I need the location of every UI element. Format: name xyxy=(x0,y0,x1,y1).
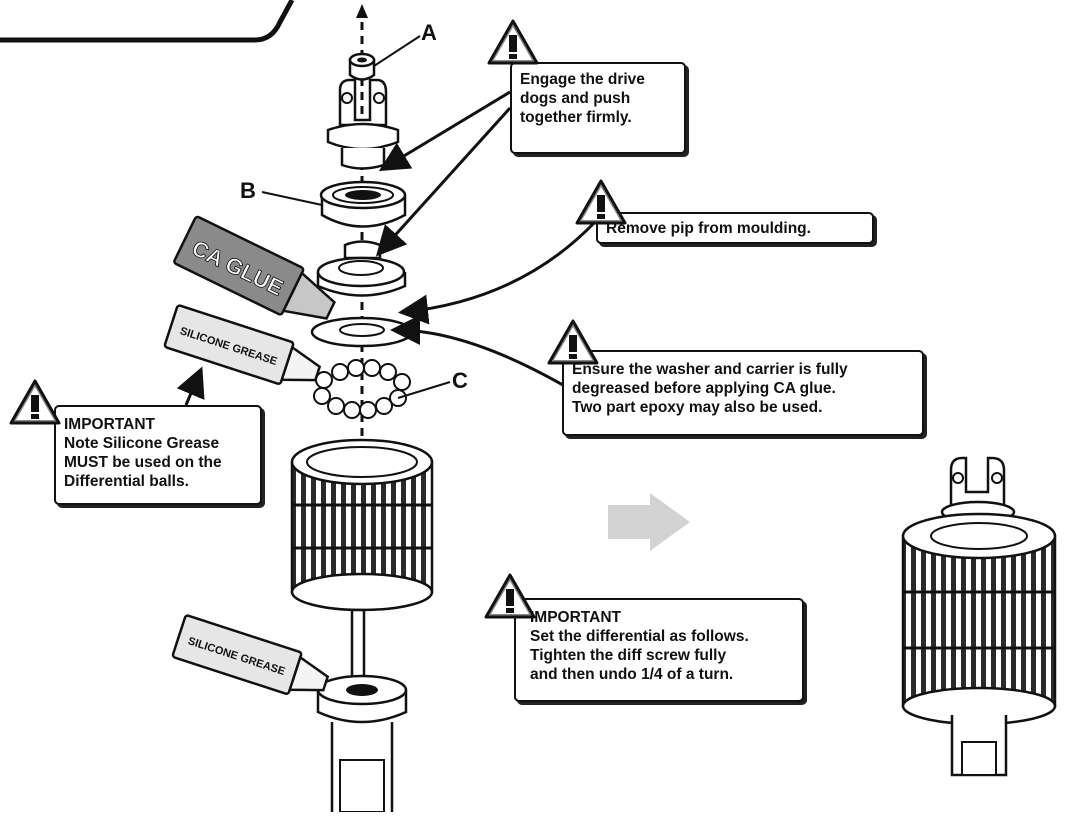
arrow-grease-note xyxy=(176,366,205,406)
note-line: Remove pip from moulding. xyxy=(606,220,811,237)
arrow-to-drive-cup xyxy=(378,90,511,172)
note-diff-setting: IMPORTANT Set the differential as follow… xyxy=(514,598,804,702)
bearing-part xyxy=(319,180,407,228)
note-line: Engage the drive xyxy=(520,71,645,88)
part-label-a: A xyxy=(421,20,437,45)
arrow-pip xyxy=(398,220,597,325)
arrow-washer xyxy=(390,315,576,394)
warning-triangle-icon xyxy=(9,379,61,425)
silicone-grease-tube-bottom: SILICONE GREASE xyxy=(171,614,330,695)
note-silicone-important: IMPORTANT Note Silicone Grease MUST be u… xyxy=(54,405,262,505)
arrow-to-carrier xyxy=(375,106,512,257)
carrier-part xyxy=(316,240,407,297)
note-line: Ensure the washer and carrier is fully xyxy=(572,361,848,378)
leader-c xyxy=(397,381,451,399)
assembled-differential xyxy=(901,456,1057,777)
note-line: Tighten the diff screw fully xyxy=(530,647,727,664)
note-line: dogs and push xyxy=(520,90,631,107)
silicone-grease-tube-top: SILICONE GREASE xyxy=(163,304,322,385)
drive-cup-part xyxy=(326,78,400,170)
spur-gear-part xyxy=(290,438,434,612)
warning-triangle-icon xyxy=(575,179,627,225)
note-line: Note Silicone Grease xyxy=(64,435,220,452)
note-line: degreased before applying CA glue. xyxy=(572,380,836,397)
note-remove-pip: Remove pip from moulding. xyxy=(596,212,874,244)
note-line: MUST be used on the xyxy=(64,454,222,471)
part-label-b: B xyxy=(240,178,256,203)
diff-screw-part xyxy=(350,608,366,684)
note-line: IMPORTANT xyxy=(530,609,621,626)
leader-b xyxy=(261,191,323,206)
ca-glue-tube: CA GLUE xyxy=(173,215,336,320)
warning-triangle-icon xyxy=(547,319,599,365)
leader-a xyxy=(373,35,421,67)
bottom-outdrive-part xyxy=(316,674,408,813)
washer-part xyxy=(310,316,414,348)
note-line: Set the differential as follows. xyxy=(530,628,749,645)
note-line: together firmly. xyxy=(520,109,632,126)
note-line: IMPORTANT xyxy=(64,416,155,433)
note-line: Differential balls. xyxy=(64,473,189,490)
note-drive-dogs: Engage the drive dogs and push together … xyxy=(510,62,686,154)
result-arrow-icon xyxy=(608,493,690,551)
header-frame xyxy=(0,0,295,43)
warning-triangle-icon xyxy=(484,573,536,619)
warning-triangle-icon xyxy=(487,19,539,65)
note-line: and then undo 1/4 of a turn. xyxy=(530,666,734,683)
diff-balls-part xyxy=(313,359,411,419)
part-label-c: C xyxy=(452,368,468,393)
note-washer-degrease: Ensure the washer and carrier is fully d… xyxy=(562,350,924,436)
note-line: Two part epoxy may also be used. xyxy=(572,399,823,416)
nut-part xyxy=(348,52,376,81)
